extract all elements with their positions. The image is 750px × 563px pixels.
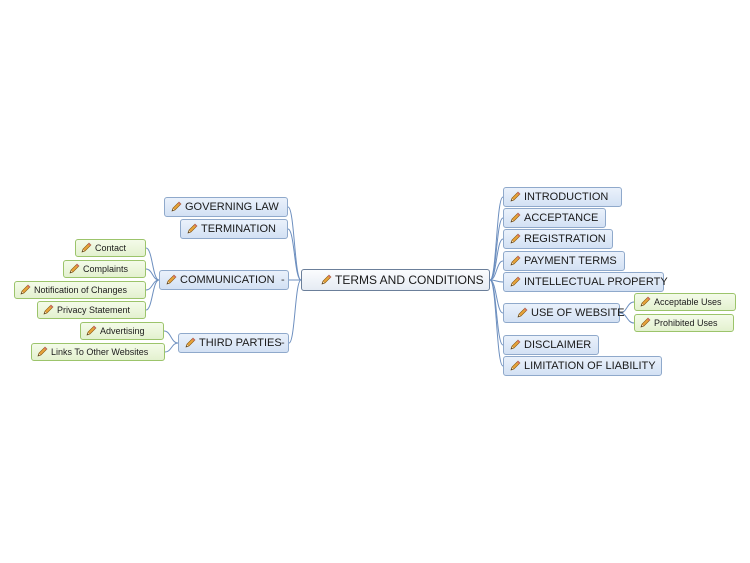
topic-label: THIRD PARTIES <box>199 337 282 349</box>
subtopic-contact[interactable]: Contact <box>75 239 146 257</box>
topic-third-parties[interactable]: THIRD PARTIES <box>178 333 289 353</box>
subtopic-label: Privacy Statement <box>57 305 131 315</box>
topic-to-subtopic-line <box>164 342 179 353</box>
topic-intellectual-property[interactable]: INTELLECTUAL PROPERTY <box>503 272 668 292</box>
topic-to-subtopic-line <box>145 279 160 311</box>
center-topic[interactable]: TERMS AND CONDITIONS <box>301 269 490 291</box>
topic-label: GOVERNING LAW <box>185 201 279 213</box>
center-to-topic-line <box>489 238 504 281</box>
topic-governing-law[interactable]: GOVERNING LAW <box>164 197 288 217</box>
topic-label: USE OF WEBSITE <box>531 307 625 319</box>
center-to-topic-line <box>489 260 504 281</box>
pencil-icon <box>81 242 92 253</box>
pencil-icon <box>171 201 182 212</box>
center-topic-label: TERMS AND CONDITIONS <box>335 273 484 287</box>
topic-label: DISCLAIMER <box>524 339 592 351</box>
topic-to-subtopic-line <box>145 247 160 281</box>
pencil-icon <box>37 346 48 357</box>
pencil-icon <box>20 284 31 295</box>
topic-payment-terms[interactable]: PAYMENT TERMS <box>503 251 625 271</box>
pencil-icon <box>640 317 651 328</box>
topic-label: LIMITATION OF LIABILITY <box>524 360 656 372</box>
topic-label: COMMUNICATION <box>180 274 275 286</box>
subtopic-prohibited-uses[interactable]: Prohibited Uses <box>634 314 734 332</box>
center-to-topic-line <box>489 279 504 367</box>
topic-disclaimer[interactable]: DISCLAIMER <box>503 335 599 355</box>
subtopic-label: Links To Other Websites <box>51 347 149 357</box>
topic-acceptance[interactable]: ACCEPTANCE <box>503 208 606 228</box>
pencil-icon <box>321 274 332 285</box>
communication-collapse-toggle[interactable]: - <box>281 274 285 286</box>
subtopic-links-to-other-websites[interactable]: Links To Other Websites <box>31 343 165 361</box>
center-to-topic-line <box>489 196 504 281</box>
topic-to-subtopic-line <box>163 330 179 344</box>
pencil-icon <box>510 339 521 350</box>
pencil-icon <box>86 325 97 336</box>
subtopic-complaints[interactable]: Complaints <box>63 260 146 278</box>
subtopic-label: Contact <box>95 243 127 253</box>
center-to-topic-line <box>287 206 302 281</box>
pencil-icon <box>185 337 196 348</box>
pencil-icon <box>69 263 80 274</box>
pencil-icon <box>510 360 521 371</box>
third-parties-collapse-toggle[interactable]: - <box>281 337 285 349</box>
subtopic-notification-of-changes[interactable]: Notification of Changes <box>14 281 146 299</box>
center-to-topic-line <box>288 279 302 344</box>
topic-communication[interactable]: COMMUNICATION <box>159 270 289 290</box>
topic-label: REGISTRATION <box>524 233 606 245</box>
subtopic-privacy-statement[interactable]: Privacy Statement <box>37 301 146 319</box>
subtopic-label: Notification of Changes <box>34 285 128 295</box>
subtopic-label: Advertising <box>100 326 145 336</box>
topic-to-subtopic-line <box>619 301 635 314</box>
pencil-icon <box>166 274 177 285</box>
subtopic-acceptable-uses[interactable]: Acceptable Uses <box>634 293 736 311</box>
pencil-icon <box>510 255 521 266</box>
subtopic-label: Acceptable Uses <box>654 297 722 307</box>
pencil-icon <box>187 223 198 234</box>
pencil-icon <box>517 307 528 318</box>
pencil-icon <box>510 276 521 287</box>
pencil-icon <box>510 191 521 202</box>
topic-limitation-of-liability[interactable]: LIMITATION OF LIABILITY <box>503 356 662 376</box>
topic-registration[interactable]: REGISTRATION <box>503 229 613 249</box>
subtopic-label: Complaints <box>83 264 129 274</box>
topic-to-subtopic-line <box>145 268 160 281</box>
topic-label: TERMINATION <box>201 223 276 235</box>
center-to-topic-line <box>287 228 302 281</box>
pencil-icon <box>510 212 521 223</box>
subtopic-advertising[interactable]: Advertising <box>80 322 164 340</box>
pencil-icon <box>640 296 651 307</box>
topic-label: ACCEPTANCE <box>524 212 599 224</box>
pencil-icon <box>510 233 521 244</box>
topic-label: INTELLECTUAL PROPERTY <box>524 276 668 288</box>
topic-label: INTRODUCTION <box>524 191 609 203</box>
topic-to-subtopic-line <box>619 312 635 324</box>
pencil-icon <box>43 304 54 315</box>
topic-label: PAYMENT TERMS <box>524 255 617 267</box>
subtopic-label: Prohibited Uses <box>654 318 718 328</box>
topic-termination[interactable]: TERMINATION <box>180 219 288 239</box>
topic-use-of-website[interactable]: USE OF WEBSITE <box>503 303 625 323</box>
topic-introduction[interactable]: INTRODUCTION <box>503 187 622 207</box>
